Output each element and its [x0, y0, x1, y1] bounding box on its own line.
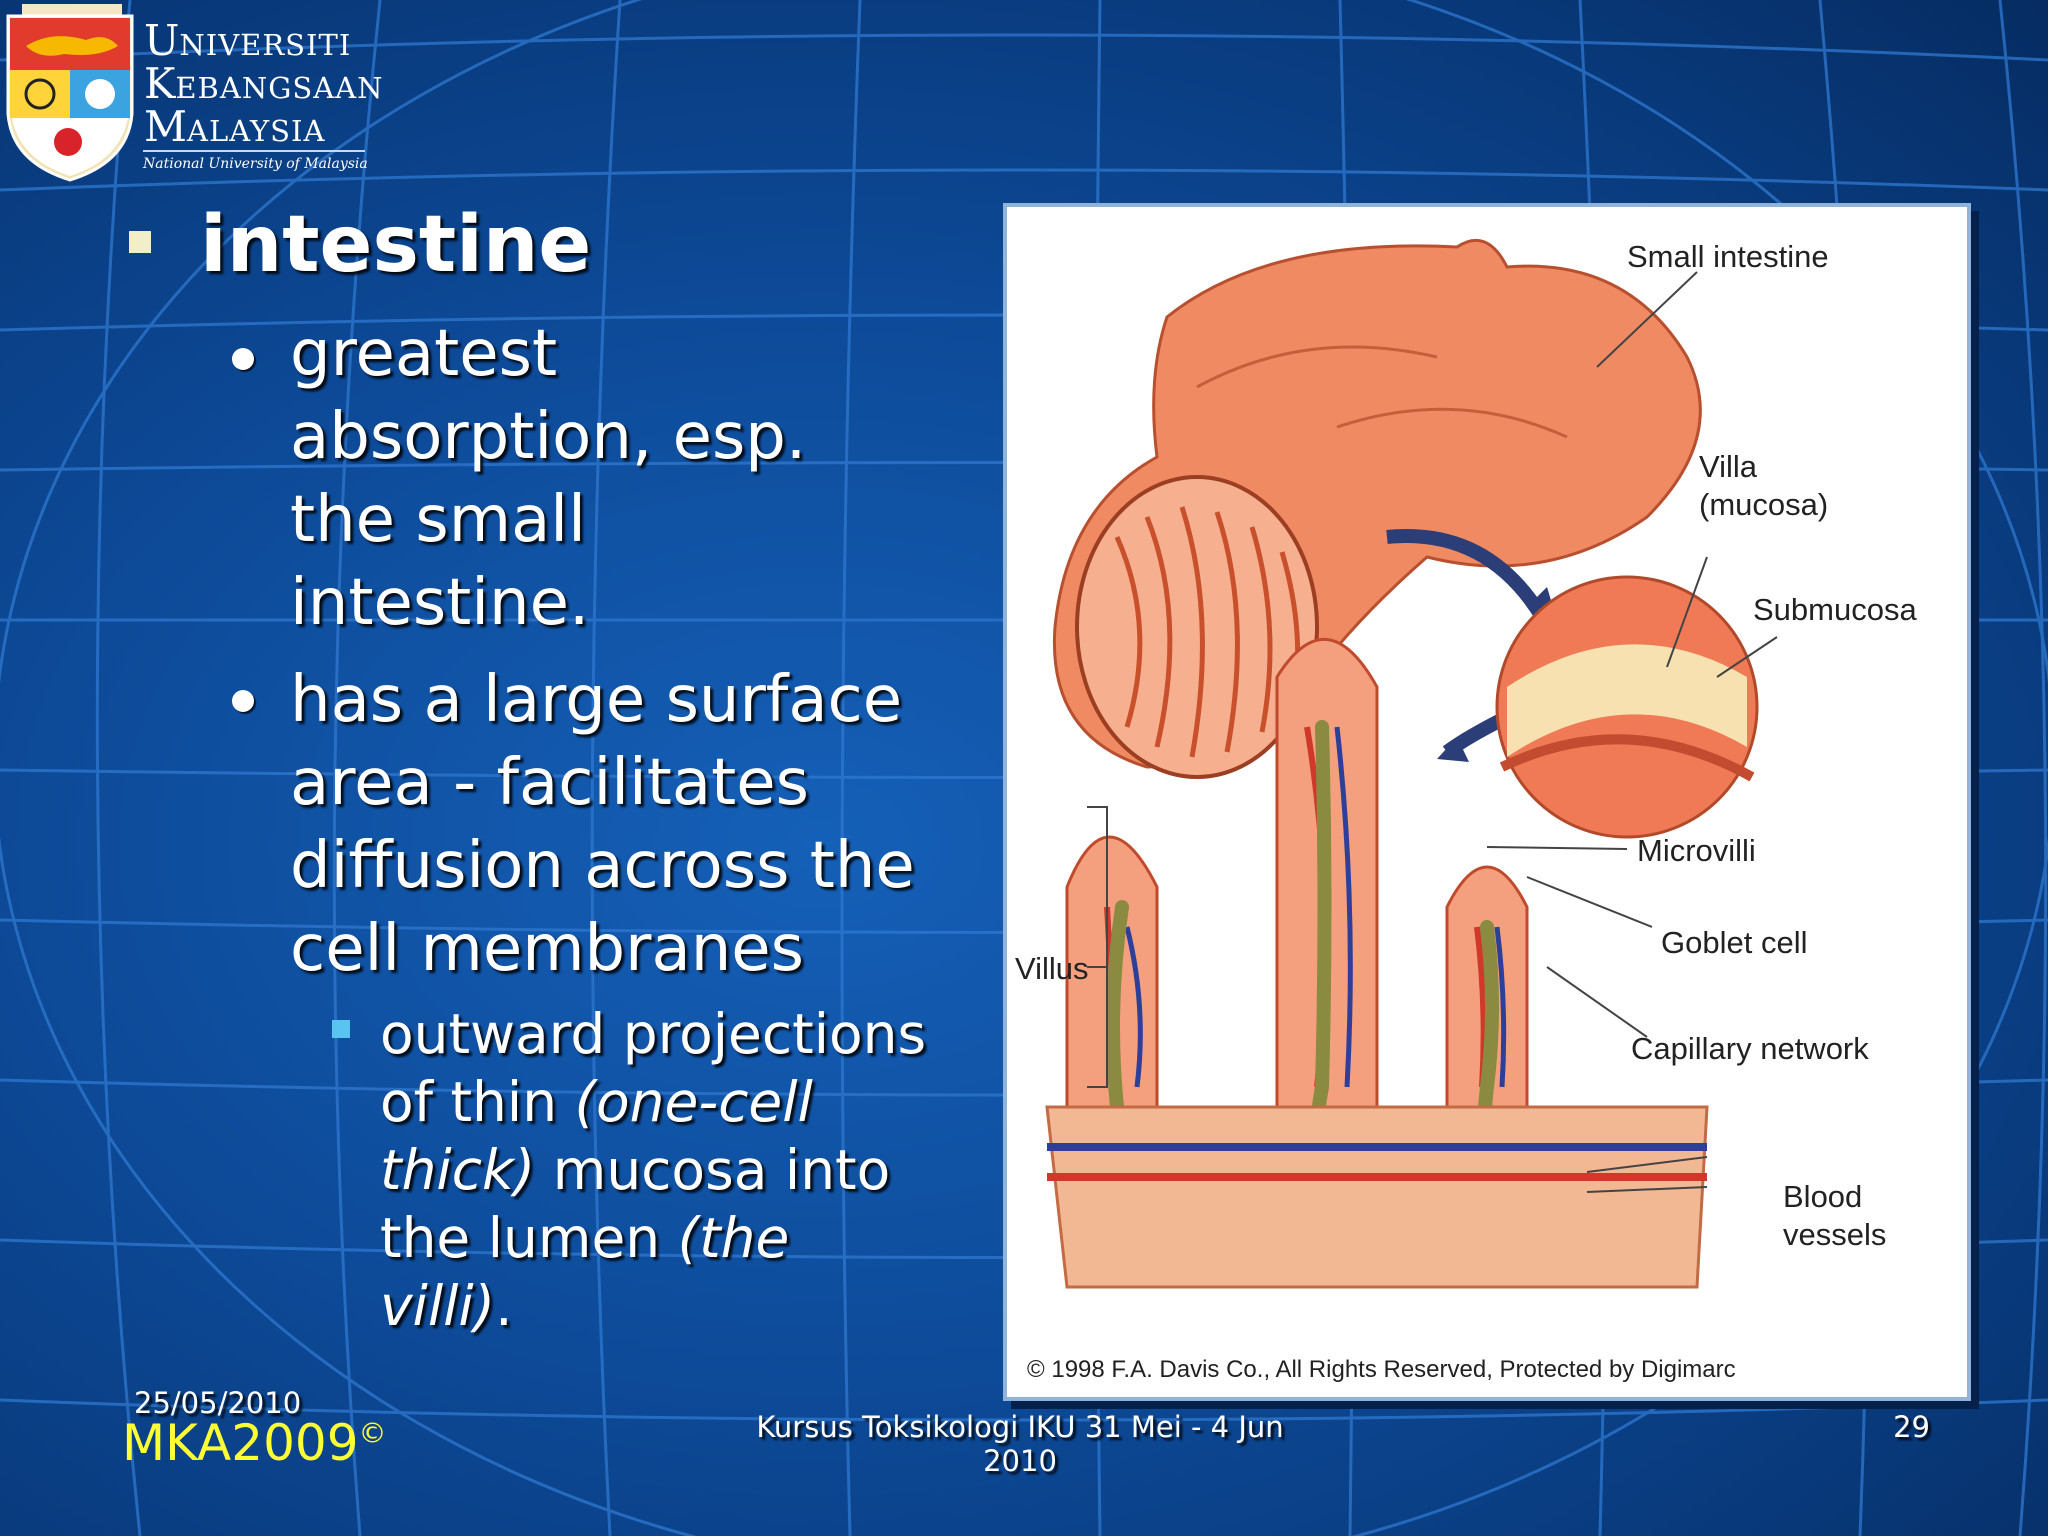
university-name-line1: UNIVERSITI	[144, 16, 352, 65]
intestine-diagram: Small intestine Villa (mucosa) Submucosa…	[1003, 203, 1971, 1401]
university-name-line3: MALAYSIA	[144, 102, 326, 151]
sub-bullet-icon	[332, 1020, 350, 1038]
bullet-absorption: greatest absorption, esp. the small inte…	[290, 317, 807, 640]
university-name-line2: KEBANGSAAN	[144, 59, 384, 108]
label-capillary-network: Capillary network	[1631, 1031, 1869, 1066]
bullet-dot-icon	[232, 690, 254, 712]
label-villus: Villus	[1015, 951, 1089, 986]
sub-bullet-villi: outward projections of thin (one-cell th…	[380, 1002, 927, 1338]
university-crest-icon	[6, 4, 134, 182]
slide-heading: intestine	[200, 200, 592, 290]
label-small-intestine: Small intestine	[1627, 239, 1829, 274]
university-logo: UNIVERSITI KEBANGSAAN MALAYSIA National …	[0, 0, 382, 182]
figure-copyright: © 1998 F.A. Davis Co., All Rights Reserv…	[1027, 1356, 1736, 1383]
label-blood: Blood	[1783, 1179, 1862, 1214]
footer-date: 25/05/2010	[134, 1386, 302, 1420]
label-submucosa: Submucosa	[1753, 592, 1917, 627]
intestine-illustration: Small intestine Villa (mucosa) Submucosa…	[1015, 238, 1917, 1383]
footer-course-title: Kursus Toksikologi IKU 31 Mei - 4 Jun 20…	[756, 1410, 1284, 1478]
logo-divider	[143, 150, 365, 152]
slide-number: 29	[1893, 1410, 1930, 1444]
footer-author: MKA2009©	[122, 1414, 387, 1472]
label-villa: Villa	[1699, 449, 1758, 484]
label-goblet-cell: Goblet cell	[1661, 925, 1807, 960]
bullet-surface-area: has a large surface area - facilitates d…	[290, 663, 915, 986]
label-vessels: vessels	[1783, 1217, 1886, 1252]
label-mucosa: (mucosa)	[1699, 487, 1828, 522]
label-microvilli: Microvilli	[1637, 833, 1756, 868]
bullet-dot-icon	[232, 348, 254, 370]
university-subtitle: National University of Malaysia	[143, 156, 368, 172]
heading-bullet-icon	[129, 231, 151, 253]
